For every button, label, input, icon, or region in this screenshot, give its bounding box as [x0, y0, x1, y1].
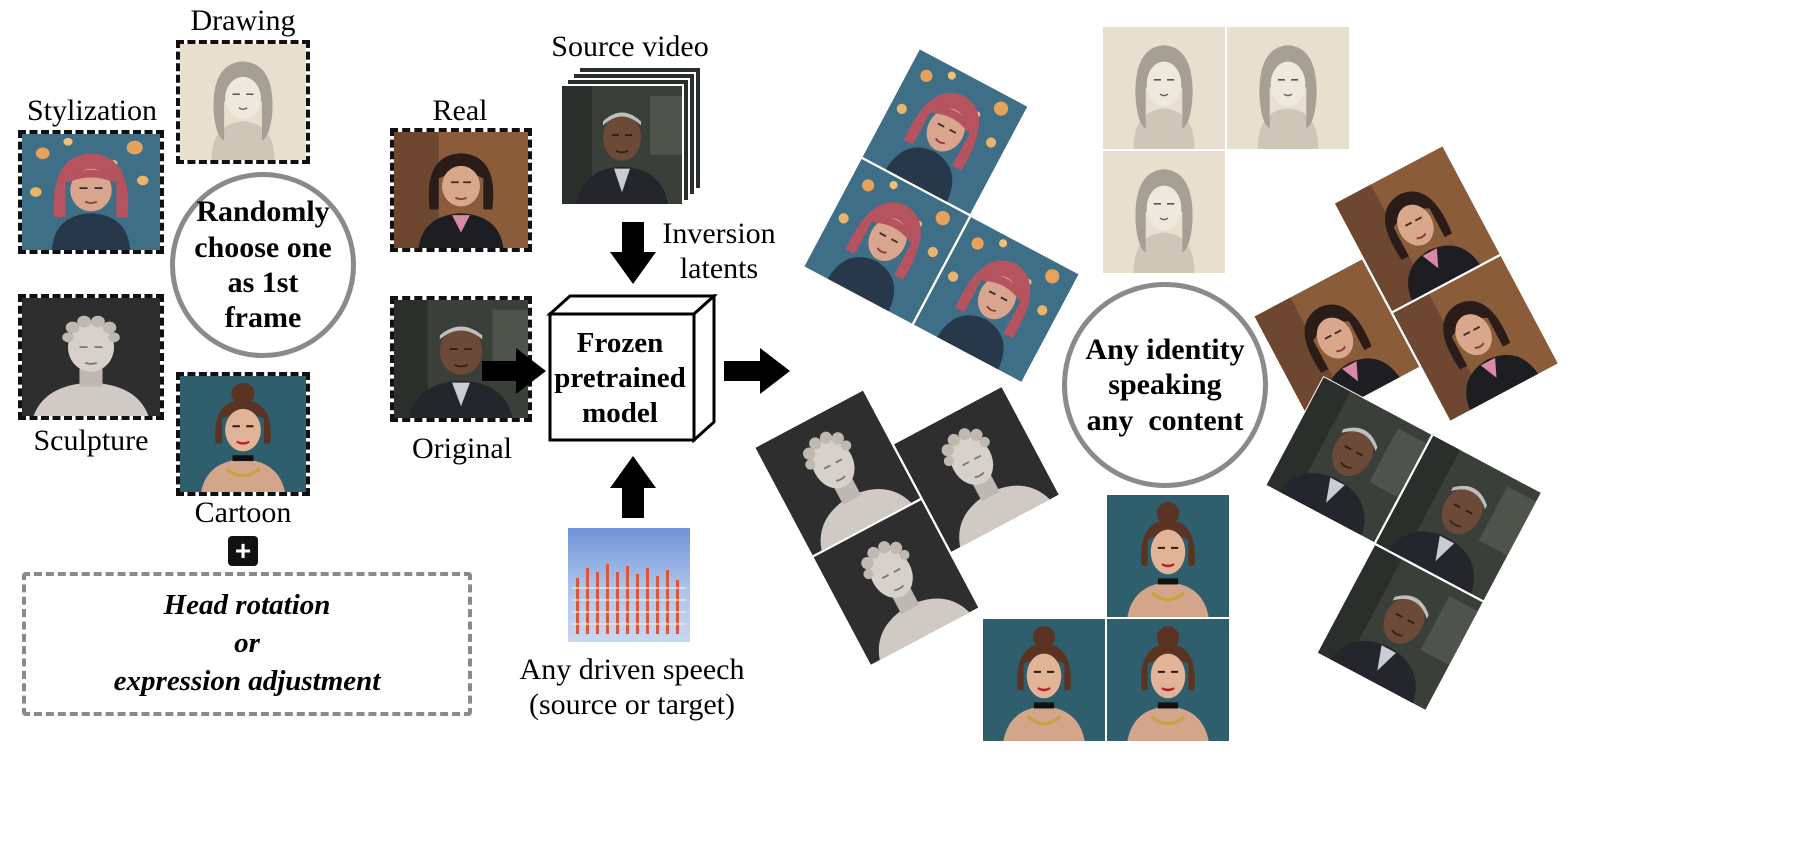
cartoon-image: [176, 372, 310, 496]
output-drawing-1: [1102, 26, 1226, 150]
real-image: [390, 128, 532, 252]
output-cartoon-1: [1106, 494, 1230, 618]
inversion-line-1: Inversion: [662, 217, 776, 250]
real-label: Real: [432, 94, 488, 127]
right-arrow-icon: [724, 348, 790, 394]
sculpture-image: [18, 294, 164, 420]
identity-line-1: Any identity: [1085, 332, 1245, 366]
edit-options-box: Head rotation or expression adjustment: [22, 572, 472, 716]
plus-symbol: +: [234, 535, 252, 566]
edit-line-3: expression adjustment: [113, 664, 381, 697]
drawing-image: [176, 40, 310, 164]
sculpture-label: Sculpture: [33, 424, 149, 457]
output-drawing-2: [1226, 26, 1350, 150]
cartoon-label: Cartoon: [194, 496, 292, 529]
random-choice-circle: Randomly choose one as 1st frame: [170, 172, 356, 358]
edit-line-1: Head rotation: [163, 589, 331, 622]
driven-speech-label: Any driven speech (source or target): [508, 652, 756, 722]
model-line-2: pretrained: [554, 361, 686, 394]
drawing-label: Drawing: [190, 4, 296, 37]
stylization-image: [18, 130, 164, 254]
down-arrow-icon: [610, 222, 656, 284]
circle-line-3: as 1st: [227, 266, 299, 299]
circle-line-4: frame: [224, 301, 302, 335]
output-cartoon-2: [982, 618, 1106, 742]
output-drawing-3: [1102, 150, 1226, 274]
speech-line-2: (source or target): [528, 688, 735, 722]
spectrogram-icon: [568, 528, 690, 642]
source-video-frame: [560, 84, 684, 206]
right-arrow-icon: [482, 348, 546, 394]
any-identity-circle: Any identity speaking any content: [1062, 282, 1268, 488]
output-cartoon-3: [1106, 618, 1230, 742]
stylization-label: Stylization: [27, 94, 157, 127]
model-line-3: model: [582, 396, 658, 429]
circle-line-2: choose one: [194, 230, 332, 264]
frozen-model-label: Frozen pretrained model: [550, 326, 690, 430]
up-arrow-icon: [610, 456, 656, 518]
inversion-line-2: latents: [679, 252, 759, 286]
edit-line-2: or: [234, 627, 260, 660]
identity-line-3: any content: [1086, 403, 1244, 437]
inversion-label: Inversion latents: [654, 216, 784, 286]
model-line-1: Frozen: [576, 327, 664, 359]
speech-line-1: Any driven speech: [519, 653, 745, 686]
original-label: Original: [412, 432, 512, 465]
plus-icon: +: [228, 536, 258, 566]
source-video-label: Source video: [551, 30, 709, 63]
identity-line-2: speaking: [1108, 368, 1222, 402]
cube-icon: [546, 294, 718, 444]
source-video-stack: [560, 66, 706, 206]
circle-line-1: Randomly: [196, 195, 330, 229]
